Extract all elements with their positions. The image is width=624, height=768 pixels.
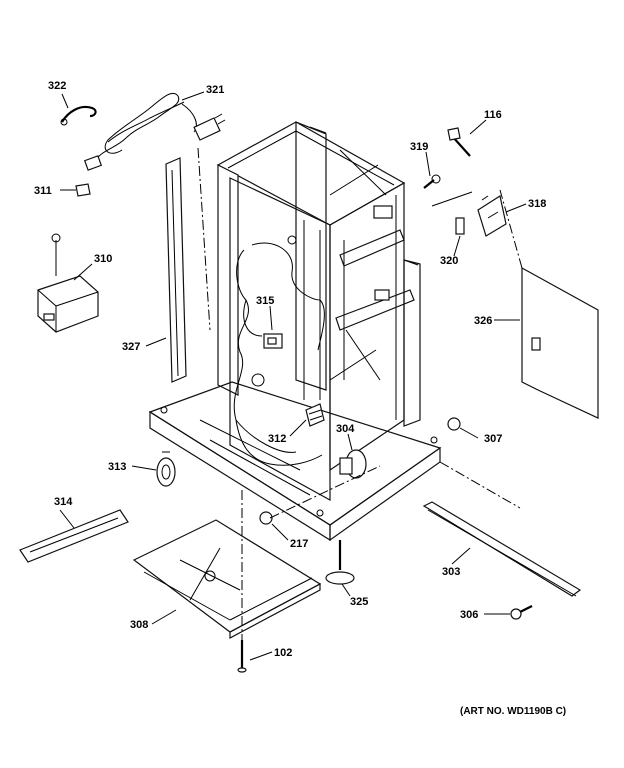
assembly-lines [241, 461, 521, 640]
part-308-bottom-pan [132, 519, 322, 639]
callout-labels: 322 321 116 319 318 311 310 320 315 326 … [34, 80, 566, 717]
part-320-bracket [455, 217, 465, 235]
callout-322: 322 [48, 80, 66, 92]
part-314-kickplate [19, 509, 129, 563]
part-311-screw [75, 183, 91, 197]
part-310-cover [37, 233, 99, 333]
cabinet-frame [148, 121, 442, 542]
art-number: (ART NO. WD1190B C) [460, 706, 566, 717]
part-319-screw [423, 174, 441, 189]
part-303-rail [422, 501, 582, 597]
part-315-connector [263, 333, 283, 349]
callout-318: 318 [528, 198, 546, 210]
part-318-switch [431, 191, 507, 237]
part-321-power-cord [83, 92, 226, 171]
callout-102: 102 [274, 647, 292, 659]
callout-327: 327 [122, 341, 140, 353]
part-116-screw [447, 127, 471, 157]
callout-319: 319 [410, 141, 428, 153]
callout-303: 303 [442, 566, 460, 578]
callout-310: 310 [94, 253, 112, 265]
part-327-seal-strip [165, 147, 211, 383]
part-306-screw [510, 605, 533, 620]
callout-307: 307 [484, 433, 502, 445]
callout-325: 325 [350, 596, 368, 608]
callout-321: 321 [206, 84, 224, 96]
part-217-nut [259, 511, 273, 525]
callout-308: 308 [130, 619, 148, 631]
part-325-leveler [325, 540, 355, 585]
part-304-pump [339, 449, 367, 479]
callout-217: 217 [290, 538, 308, 550]
callout-312: 312 [268, 433, 286, 445]
callout-311: 311 [34, 185, 52, 197]
callout-315: 315 [256, 295, 274, 307]
callout-314: 314 [54, 496, 73, 508]
part-102-screw [237, 640, 247, 673]
part-307-nut [447, 417, 461, 431]
callout-116: 116 [484, 109, 502, 121]
part-326-panel [499, 189, 599, 419]
callout-313: 313 [108, 461, 126, 473]
callout-304: 304 [336, 423, 355, 435]
callout-326: 326 [474, 315, 492, 327]
callout-320: 320 [440, 255, 458, 267]
part-312-grommet [305, 403, 325, 427]
callout-306: 306 [460, 609, 478, 621]
leader-lines [59, 91, 527, 661]
part-322-clip [60, 105, 97, 126]
part-313-caster [156, 451, 176, 487]
